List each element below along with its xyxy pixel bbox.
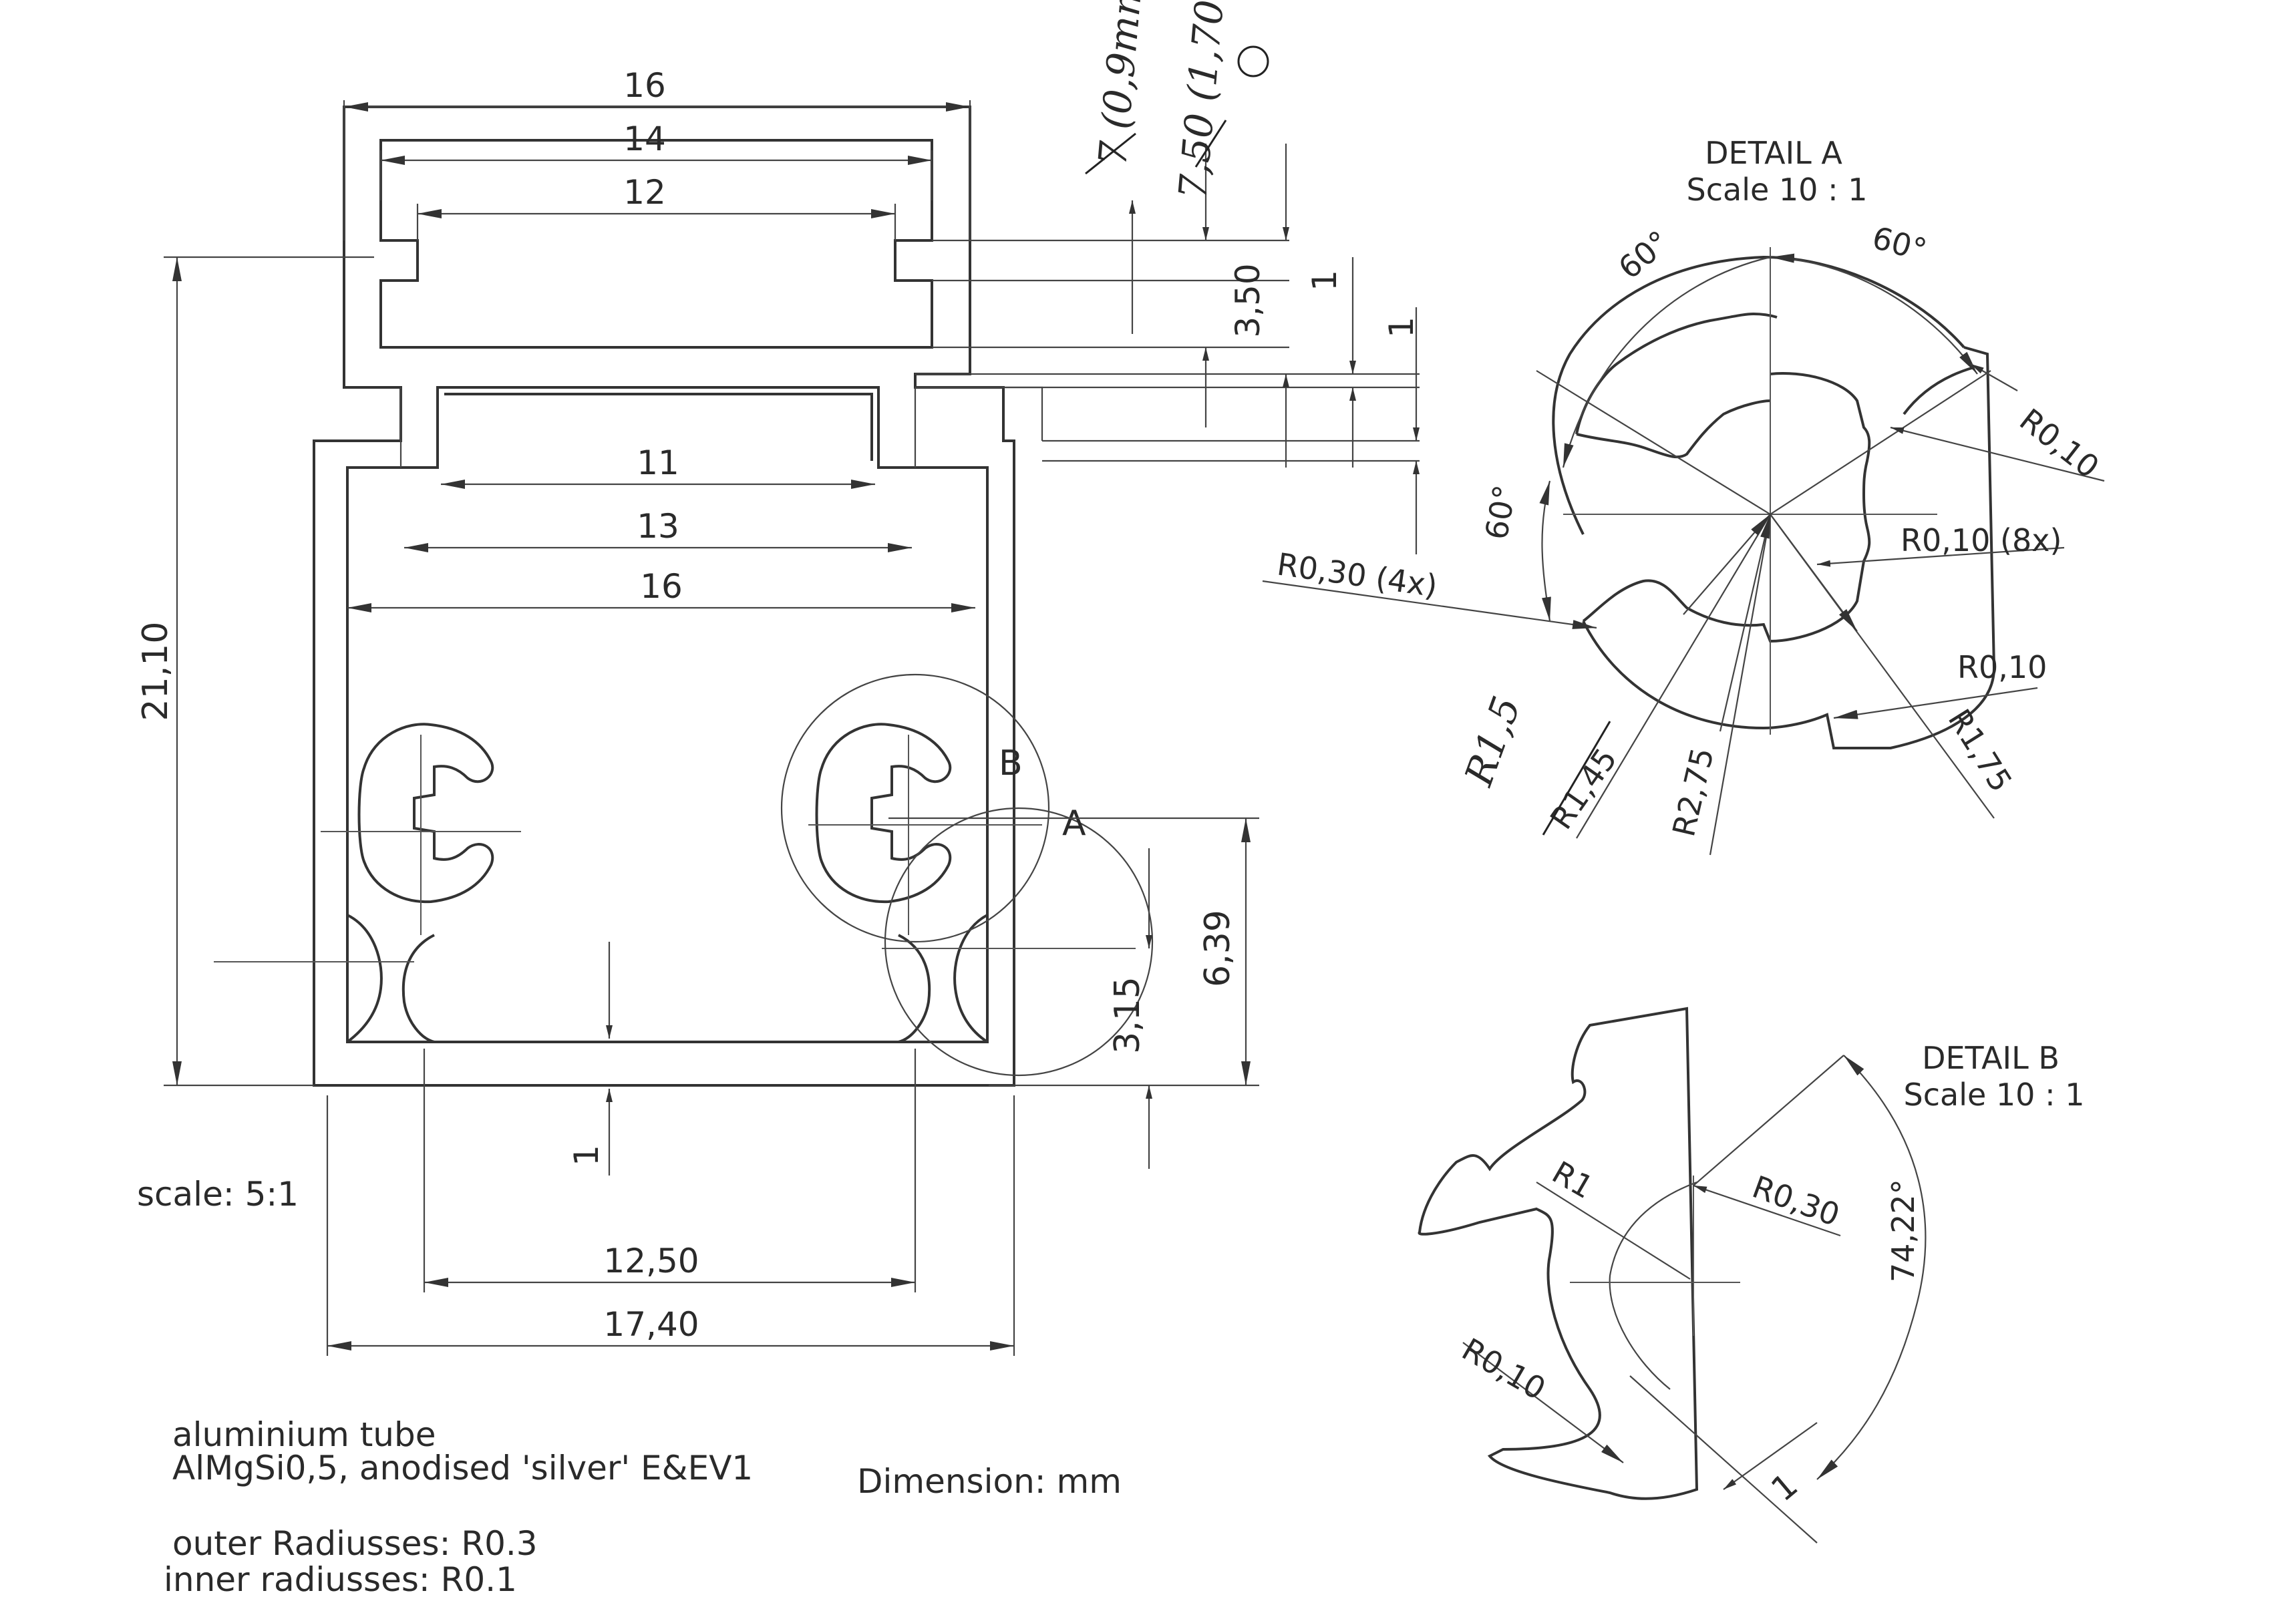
handwritten-notes: 7 (0,9mm) 7,50 (1,70un) bbox=[1085, 0, 1269, 201]
handwritten-first: 7 (0,9mm) bbox=[1090, 0, 1152, 168]
dim-height: 21,10 bbox=[136, 622, 176, 721]
scale-note: scale: 5:1 bbox=[137, 1175, 299, 1214]
detail-b-1: 1 bbox=[1764, 1465, 1805, 1509]
drawing-notes: scale: 5:1 aluminium tube AlMgSi0,5, ano… bbox=[137, 1175, 1122, 1599]
material-note-1: aluminium tube bbox=[172, 1415, 436, 1454]
handwritten-second: 7,50 (1,70un) bbox=[1170, 0, 1238, 201]
detail-b-angle: 74,22° bbox=[1885, 1179, 1921, 1282]
dim-top-16: 16 bbox=[623, 66, 666, 105]
detail-b-r030: R0,30 bbox=[1748, 1169, 1844, 1234]
detail-a-scale: Scale 10 : 1 bbox=[1687, 172, 1868, 208]
inner-radius-note: inner radiusses: R0.1 bbox=[164, 1560, 517, 1599]
outer-radius-note: outer Radiusses: R0.3 bbox=[172, 1524, 538, 1563]
dim-315: 3,15 bbox=[1108, 976, 1148, 1054]
detail-b-r1: R1 bbox=[1546, 1154, 1600, 1206]
dim-inner-16: 16 bbox=[640, 567, 683, 606]
dimension-note: Dimension: mm bbox=[857, 1462, 1122, 1501]
detail-b-label: B bbox=[999, 743, 1023, 783]
handwritten-r15: R1,5 bbox=[1456, 691, 1530, 792]
main-profile-view: B A 16 14 12 11 13 16 21,10 12,50 bbox=[136, 66, 1421, 1356]
detail-a-r010-top: R0,10 bbox=[2013, 401, 2106, 485]
dim-inner-11: 11 bbox=[637, 443, 679, 482]
detail-a-r275: R2,75 bbox=[1665, 744, 1721, 840]
dim-bottom-1250: 12,50 bbox=[603, 1242, 699, 1280]
material-note-2: AlMgSi0,5, anodised 'silver' E&EV1 bbox=[172, 1449, 753, 1487]
dim-1-a: 1 bbox=[1305, 270, 1344, 291]
angle-a3: 60° bbox=[1478, 482, 1523, 542]
detail-b: DETAIL B Scale 10 : 1 74,22° R1 R0,30 R0… bbox=[1418, 1007, 2085, 1544]
dim-inner-13: 13 bbox=[637, 507, 679, 546]
detail-b-scale: Scale 10 : 1 bbox=[1904, 1077, 2085, 1113]
detail-a-label: A bbox=[1062, 803, 1086, 844]
detail-a: DETAIL A Scale 10 : 1 60° 60° 60° R0,10 … bbox=[1262, 135, 2106, 856]
dim-1-b: 1 bbox=[1382, 317, 1421, 338]
dim-350: 3,50 bbox=[1228, 263, 1267, 337]
detail-a-r175: R1,75 bbox=[1941, 703, 2019, 798]
detail-a-circle bbox=[884, 807, 1154, 1077]
detail-a-r010-bottom: R0,10 bbox=[1957, 649, 2047, 685]
angle-a2: 60° bbox=[1868, 219, 1931, 268]
detail-a-title: DETAIL A bbox=[1705, 135, 1842, 171]
detail-b-r010: R0,10 bbox=[1456, 1331, 1552, 1407]
detail-b-circle bbox=[780, 673, 1050, 943]
dim-bottom-1740: 17,40 bbox=[603, 1305, 699, 1344]
left-slot-feature bbox=[214, 723, 521, 1043]
detail-a-r010-8x: R0,10 (8x) bbox=[1901, 522, 2062, 558]
dim-top-14: 14 bbox=[623, 120, 666, 158]
detail-a-r030-4x: R0,30 (4x) bbox=[1275, 546, 1440, 604]
dim-639: 6,39 bbox=[1198, 910, 1238, 987]
dim-bottom-wall: 1 bbox=[567, 1145, 606, 1166]
right-slot-feature bbox=[808, 723, 1136, 1043]
detail-b-title: DETAIL B bbox=[1922, 1040, 2060, 1076]
detail-a-r145: R1,45 bbox=[1543, 741, 1624, 836]
dim-top-12: 12 bbox=[623, 173, 666, 212]
